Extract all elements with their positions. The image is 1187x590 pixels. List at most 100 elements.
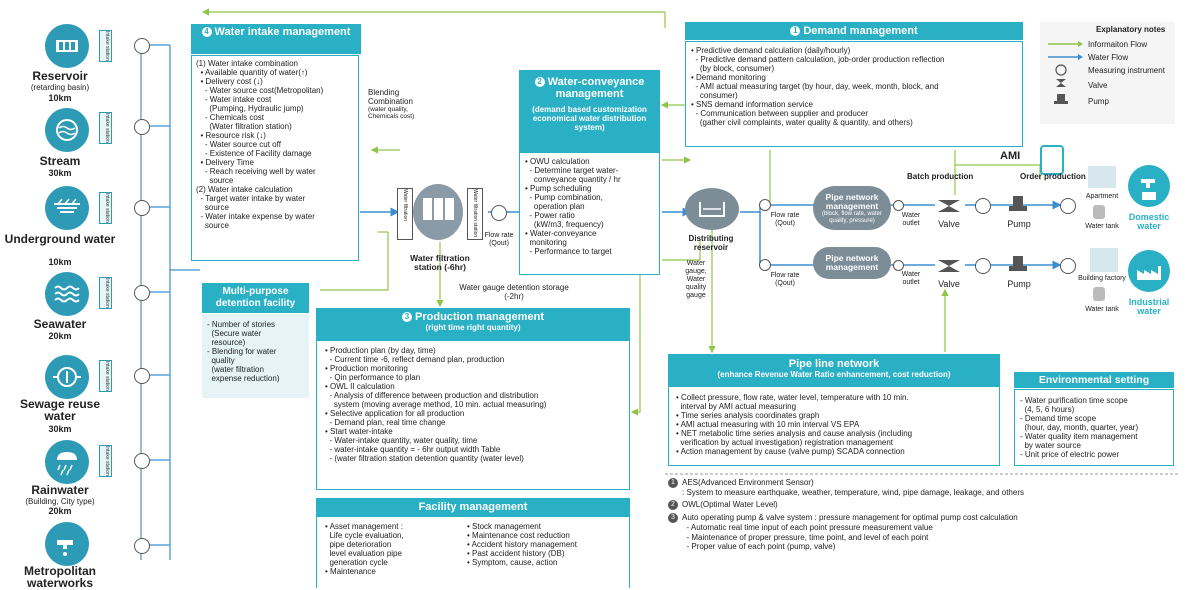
intake-station-tag: Intake station <box>99 445 112 477</box>
footnote-line: - Proper value of each point (pump, valv… <box>682 541 836 551</box>
detention-line: resource) <box>207 338 246 347</box>
ami-label: AMI <box>1000 150 1021 162</box>
pipeline-body: • Collect pressure, flow rate, water lev… <box>668 386 1000 466</box>
water-intake-line: (Water filtration station) <box>196 122 292 131</box>
footnote-number: 3 <box>668 513 678 524</box>
pipeline-line: • Action management by cause (valve pump… <box>676 447 905 456</box>
valve-icon <box>938 260 960 272</box>
production-body: • Production plan (by day, time) - Curre… <box>316 340 630 490</box>
building-icon <box>1090 248 1118 272</box>
footnote-line: - Automatic real time input of each poin… <box>682 523 933 533</box>
water-intake-line: (1) Water intake combination <box>196 59 298 68</box>
source-distance: 20km <box>48 331 72 341</box>
footnote-line: : System to measure earthquake, weather,… <box>682 488 1024 497</box>
water-outlet-label: Water outlet <box>901 271 921 286</box>
environment-body: - Water purification time scope (4, 5, 6… <box>1014 389 1174 466</box>
gauge-icon <box>134 538 150 554</box>
production-line: • Production plan (by day, time) <box>325 346 436 355</box>
detention-line: quality <box>207 356 235 365</box>
water-intake-line: - Reach receiving well by water <box>196 167 316 176</box>
footnote-number: 1 <box>668 478 678 488</box>
demand-line: - Predictive demand pattern calculation,… <box>691 55 945 64</box>
source-name: Sewage reuse water <box>19 397 101 423</box>
reservoir-icon <box>45 24 89 68</box>
gauge-icon <box>134 368 150 384</box>
intake-station-tag: Intake station <box>99 192 112 224</box>
flow-rate-label-top: Flow rate (Qout) <box>770 212 800 227</box>
demand-line: (gather civil complaints, water quality … <box>691 118 913 127</box>
building-label: Building factory <box>1078 275 1126 282</box>
legend-symbols <box>1048 41 1083 104</box>
filtration-tag-right: Water filtration station <box>467 188 483 240</box>
apartment-label: Apartment <box>1085 193 1119 200</box>
facility-item: • Maintenance cost reduction <box>467 531 570 540</box>
legend-measuring: Measuring instrument <box>1088 66 1165 75</box>
pipeline-line: interval by AMI actual measuring <box>676 402 797 411</box>
pipeline-line: • Collect pressure, flow rate, water lev… <box>676 393 909 402</box>
water-outlet-label: Water outlet <box>901 212 921 227</box>
detention-line: (water filtration <box>207 365 264 374</box>
pipeline-line: verification by actual investigation) re… <box>676 438 893 447</box>
gauge-detention-label: Water gauge detention storage (-2hr) <box>459 283 569 301</box>
water-intake-line: - Water source cost(Metropolitan) <box>196 86 324 95</box>
footnote-number: 2 <box>668 500 678 511</box>
conveyance-line: (kW/m3, frequency) <box>525 220 604 229</box>
source-distance: 10km <box>48 93 72 103</box>
gauge-icon <box>893 200 904 211</box>
conveyance-line: • Water-conveyance <box>525 229 597 238</box>
facility-item: • Past accident history (DB) <box>467 549 565 558</box>
water-intake-line: source <box>196 176 234 185</box>
industrial-water-icon <box>1128 250 1170 292</box>
water-tank-icon <box>1093 287 1105 301</box>
production-line: - (water filtration station detention qu… <box>325 454 524 463</box>
water-intake-line: - Chemicals cost <box>196 113 265 122</box>
domestic-water-label: Domestic water <box>1128 212 1170 231</box>
production-line: • OWL II calculation <box>325 382 395 391</box>
water-intake-line: - Target water intake by water <box>196 194 306 203</box>
gauge-icon <box>759 199 771 211</box>
production-line: - Analysis of difference between product… <box>325 391 539 400</box>
source-name: Seawater <box>33 317 87 331</box>
production-line: - water-intake quantity = - 6hr output w… <box>325 445 501 454</box>
water-intake-line: • Delivery cost (↓) <box>196 77 263 86</box>
detention-line: expense reduction) <box>207 374 280 383</box>
filtration-tag-left: Water filtration <box>397 188 413 240</box>
water-tank-label: Water tank <box>1085 306 1119 313</box>
water-intake-line: source <box>196 203 229 212</box>
legend: Explanatory notes Informaiton Flow Water… <box>1040 22 1175 124</box>
source-name: Stream <box>39 154 81 168</box>
footnote-line: - Maintenance of proper pressure, time p… <box>682 532 929 542</box>
production-line: • Selective application for all producti… <box>325 409 465 418</box>
production-line: - Demand plan, real time change <box>325 418 446 427</box>
order-production-label: Order production <box>1020 172 1086 181</box>
detention-header: Multi-purpose detention facility <box>202 283 309 313</box>
gauge-note-label: Water gauge, Water quality gauge <box>685 260 707 299</box>
environment-line: - Water quality item management <box>1020 432 1138 441</box>
filtration-flow-label: Flow rate (Qout) <box>484 232 514 247</box>
intake-station-tag: Intake station <box>99 112 112 144</box>
water-intake-line: - Existence of Facility damage <box>196 149 312 158</box>
conveyance-body: • OWU calculation - Determine target wat… <box>519 152 660 275</box>
gauge-icon <box>975 198 991 214</box>
environment-header: Environmental setting <box>1014 372 1174 388</box>
gauge-icon <box>134 200 150 216</box>
gauge-icon <box>1060 258 1076 274</box>
phone-icon <box>1040 145 1064 175</box>
valve-label: Valve <box>938 219 960 229</box>
demand-line: • SNS demand information service <box>691 100 813 109</box>
source-name: Rainwater <box>31 483 89 497</box>
source-name: Metropolitan waterworks <box>24 564 96 590</box>
faucet-icon <box>45 522 89 566</box>
valve-label: Valve <box>938 279 960 289</box>
detention-line: - Blending for water <box>207 347 277 356</box>
production-line: - Water-intake quantity, water quality, … <box>325 436 478 445</box>
facility-right-list: • Stock management• Maintenance cost red… <box>467 522 577 567</box>
gauge-icon <box>134 453 150 469</box>
conveyance-line: operation plan <box>525 202 585 211</box>
pump-label: Pump <box>1007 219 1031 229</box>
